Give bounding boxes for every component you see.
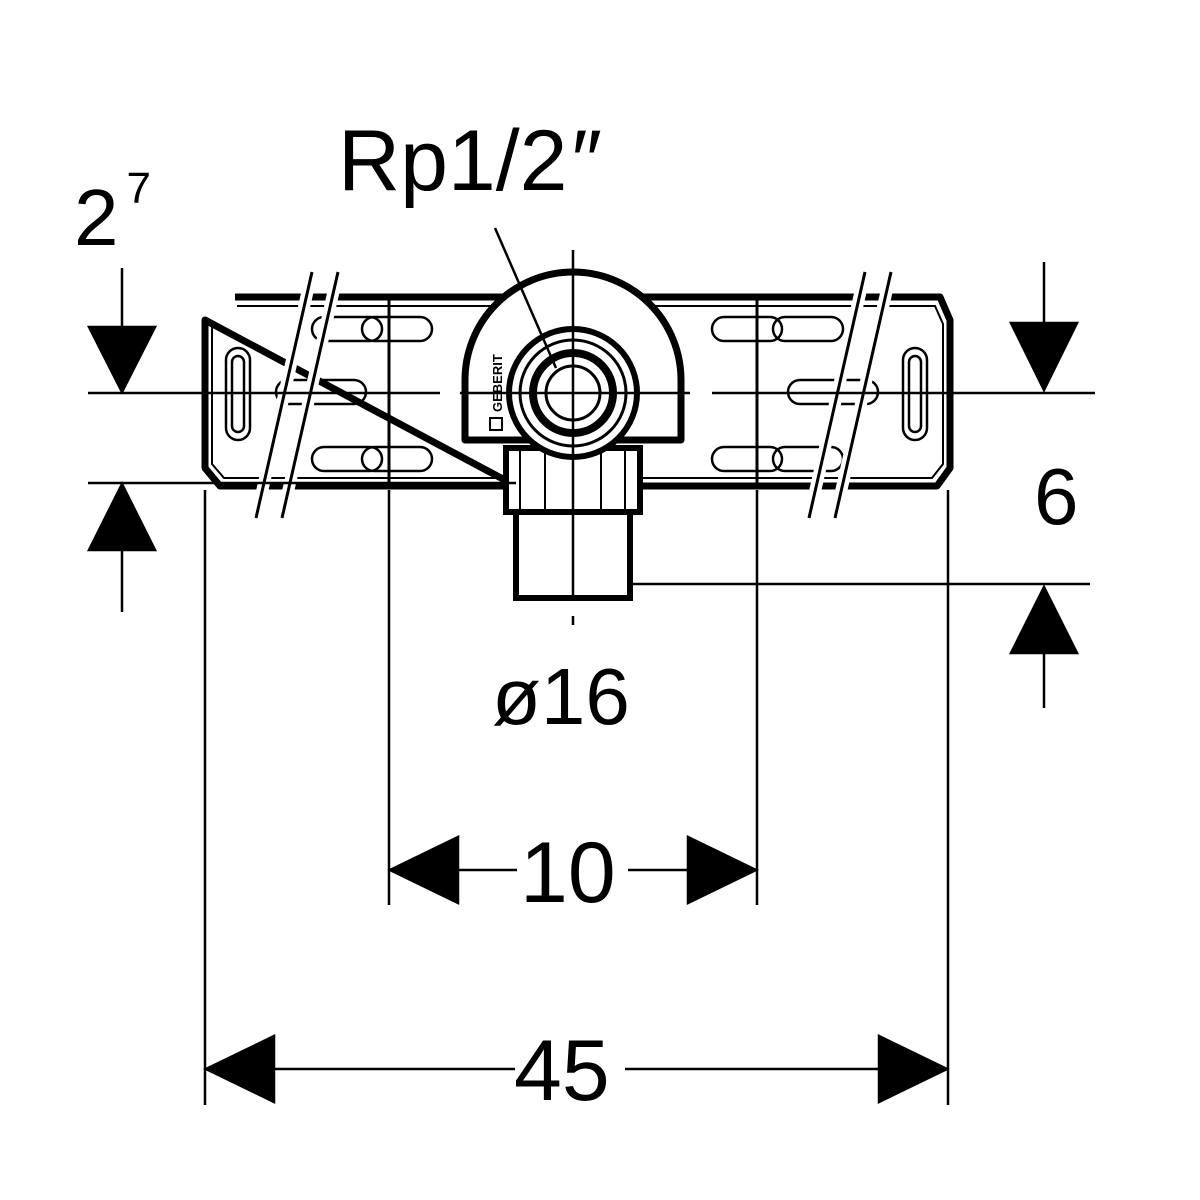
overall-width-label: 45 <box>514 1023 610 1119</box>
mount-spacing-label: 10 <box>520 825 616 921</box>
pipe-diameter-label: ø16 <box>492 652 630 741</box>
extension-lines <box>88 481 1090 1105</box>
arrow-down-left <box>86 325 158 395</box>
break-marks <box>250 270 897 520</box>
arrow-45-left <box>203 1034 276 1104</box>
geberit-logo: GEBERIT <box>489 354 505 431</box>
centre-lines <box>88 250 1095 625</box>
arrow-45-right <box>877 1034 950 1104</box>
thread-size-label: Rp1/2″ <box>338 113 602 209</box>
break-mark-right <box>803 270 897 520</box>
arrow-10-right <box>686 835 759 905</box>
arrow-10-left <box>387 835 460 905</box>
arrow-up-left <box>86 481 158 552</box>
thread-leader <box>493 227 558 369</box>
dimension-arrows <box>86 227 1080 1104</box>
arrow-down-right <box>1008 321 1080 393</box>
arrow-up-right <box>1008 584 1080 655</box>
outlet-depth-label: 6 <box>1034 452 1079 541</box>
break-mark-left <box>250 270 344 520</box>
logo-text: GEBERIT <box>490 354 505 412</box>
